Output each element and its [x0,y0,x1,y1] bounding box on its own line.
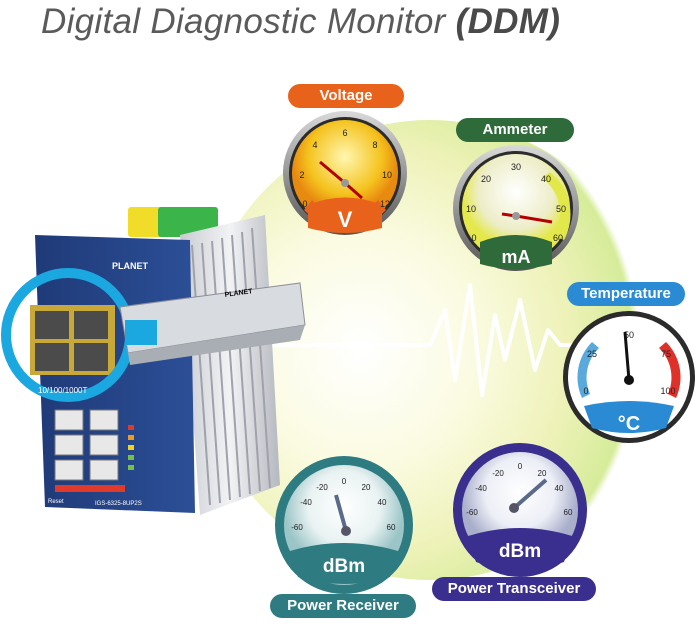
svg-text:4: 4 [312,140,317,150]
svg-text:50: 50 [556,204,566,214]
svg-text:-60: -60 [466,508,478,517]
industrial-switch: PLANET 10/100/1000T PLANET Reset IGS-632… [1,207,306,515]
svg-text:12: 12 [380,199,390,209]
svg-text:Reset: Reset [48,499,64,505]
svg-text:2: 2 [299,170,304,180]
svg-text:dBm: dBm [323,556,365,577]
voltage-needle [319,160,346,185]
power-terminal-green [158,207,218,237]
receiver-needle [334,494,348,532]
receiver-gauge: dBm -60 -40 -20 0 20 40 60 [275,456,413,594]
svg-text:40: 40 [541,174,551,184]
svg-text:20: 20 [481,174,491,184]
svg-text:100: 100 [660,386,675,396]
svg-text:20: 20 [538,469,547,478]
svg-text:0: 0 [302,199,307,209]
svg-text:20: 20 [362,483,371,492]
svg-text:mA: mA [501,247,530,267]
page-title: Digital Diagnostic Monitor (DDM) [41,2,561,41]
svg-text:0: 0 [471,233,476,243]
svg-text:6: 6 [342,128,347,138]
svg-text:PLANET: PLANET [224,288,253,299]
svg-text:-40: -40 [475,484,487,493]
receiver-label: Power Receiver [270,594,416,618]
transceiver-gauge: dBm -60 -40 -20 0 20 40 60 [453,443,587,577]
svg-text:-20: -20 [492,469,504,478]
voltage-label: Voltage [288,84,404,108]
svg-text:10: 10 [382,170,392,180]
ammeter-label: Ammeter [456,118,574,142]
svg-text:V: V [338,207,353,232]
svg-text:25: 25 [587,349,597,359]
svg-text:60: 60 [553,233,563,243]
svg-text:IGS-6325-8UP2S: IGS-6325-8UP2S [95,501,142,507]
svg-text:75: 75 [661,349,671,359]
svg-text:°C: °C [618,413,640,435]
svg-text:40: 40 [378,498,387,507]
svg-text:8: 8 [372,140,377,150]
transceiver-label: Power Transceiver [432,577,596,601]
temperature-gauge: °C 0 25 50 75 100 [563,311,695,443]
svg-text:10/100/1000T: 10/100/1000T [38,386,87,395]
svg-text:10: 10 [466,204,476,214]
ammeter-needle [515,214,553,224]
svg-text:50: 50 [624,330,634,340]
svg-text:30: 30 [511,162,521,172]
svg-text:60: 60 [564,508,573,517]
svg-text:-60: -60 [291,523,303,532]
svg-text:60: 60 [387,523,396,532]
svg-text:-40: -40 [300,498,312,507]
svg-text:40: 40 [555,484,564,493]
temperature-needle [623,331,631,381]
transceiver-needle [512,478,548,510]
temperature-label: Temperature [567,282,685,306]
ammeter-gauge: mA 0 10 20 30 40 50 60 [453,145,579,271]
svg-text:PLANET: PLANET [112,261,149,271]
svg-text:0: 0 [342,477,347,486]
voltage-gauge: V 0 2 4 6 8 10 12 [283,111,407,235]
svg-text:-20: -20 [316,483,328,492]
svg-text:0: 0 [583,386,588,396]
svg-text:0: 0 [518,462,523,471]
svg-text:dBm: dBm [499,541,541,562]
